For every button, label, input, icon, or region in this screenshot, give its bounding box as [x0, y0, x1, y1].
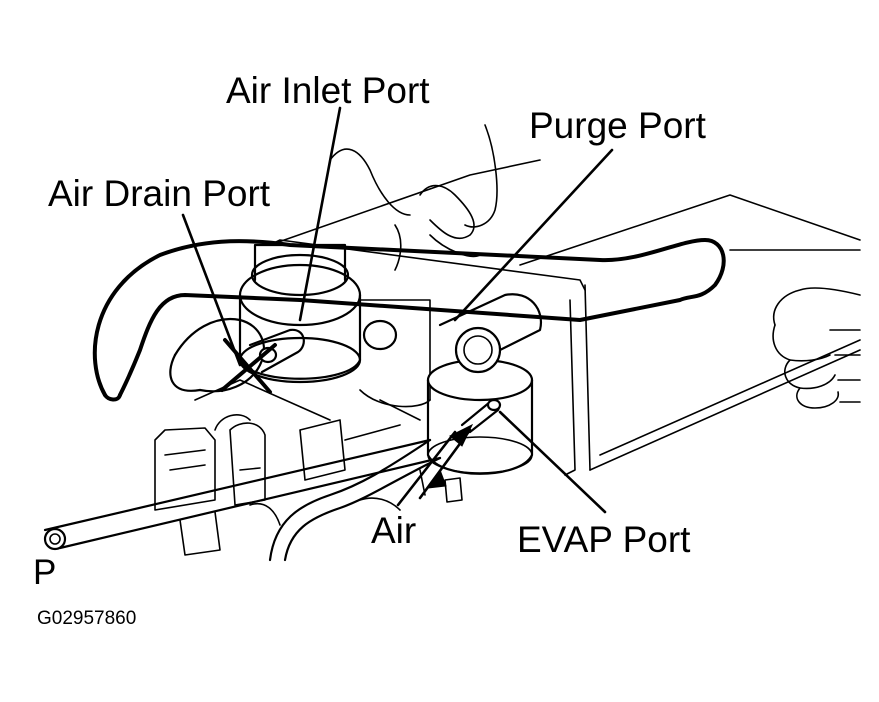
air-label: Air [371, 510, 417, 551]
hand-right-illustration [772, 287, 861, 409]
purge-port-label: Purge Port [529, 105, 706, 146]
figure-letter-label: P [33, 553, 57, 592]
figure-code-label: G02957860 [37, 608, 137, 629]
leader-lines [181, 106, 614, 514]
purge-port-fitting [438, 293, 543, 374]
evap-canister [426, 358, 534, 475]
air-drain-port-label: Air Drain Port [48, 173, 271, 214]
engine-components [154, 379, 463, 556]
air-inlet-nozzle [248, 328, 305, 374]
valve-body [238, 243, 431, 408]
evap-port-label: EVAP Port [517, 519, 691, 560]
air-inlet-port-label: Air Inlet Port [226, 70, 430, 111]
air-arrows [396, 423, 474, 507]
body-panel [269, 159, 861, 476]
large-hose [92, 238, 726, 402]
